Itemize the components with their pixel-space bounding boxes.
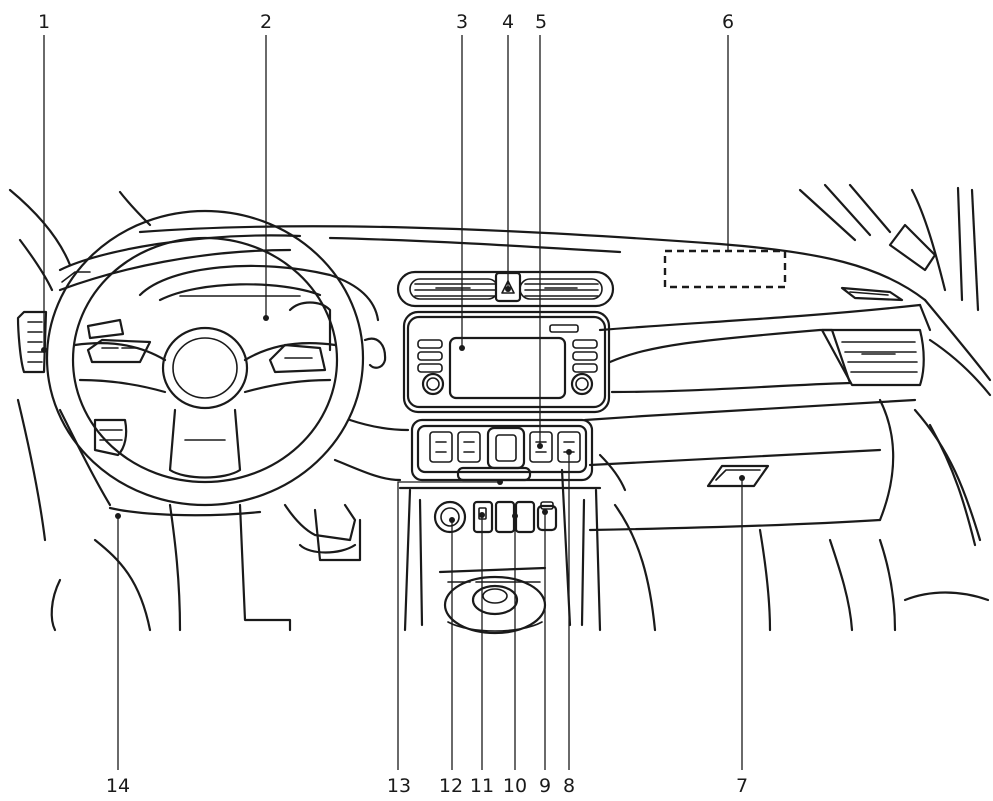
callout-6: 6 <box>722 11 734 33</box>
windshield-frame <box>8 183 980 312</box>
callout-numbers: 1 2 3 4 5 6 7 8 9 10 11 12 13 14 <box>38 11 748 797</box>
dashboard-illustration <box>8 183 992 635</box>
steering-wheel <box>45 209 365 507</box>
callout-7: 7 <box>736 775 748 797</box>
callout-3: 3 <box>456 11 468 33</box>
callout-10: 10 <box>503 775 527 797</box>
callout-5: 5 <box>535 11 547 33</box>
callout-13: 13 <box>387 775 411 797</box>
callout-12: 12 <box>439 775 463 797</box>
center-stack <box>402 310 611 414</box>
callout-11: 11 <box>470 775 494 797</box>
seats-floor <box>50 453 854 632</box>
right-door <box>878 298 992 632</box>
lower-console <box>398 466 602 635</box>
left-side-vent <box>16 310 48 374</box>
callout-8: 8 <box>563 775 575 797</box>
climate-controls <box>410 418 594 482</box>
callout-4: 4 <box>502 11 514 33</box>
callout-2: 2 <box>260 11 272 33</box>
instrument-cluster <box>138 264 387 369</box>
callout-1: 1 <box>38 11 50 33</box>
center-vent <box>396 270 615 308</box>
passenger-dash <box>583 328 925 532</box>
callout-14: 14 <box>106 775 130 797</box>
left-lower-dash <box>16 398 410 542</box>
callout-leaders <box>41 35 745 770</box>
callout-9: 9 <box>539 775 551 797</box>
dashed-area-6 <box>663 249 787 289</box>
dash-top <box>58 225 932 332</box>
